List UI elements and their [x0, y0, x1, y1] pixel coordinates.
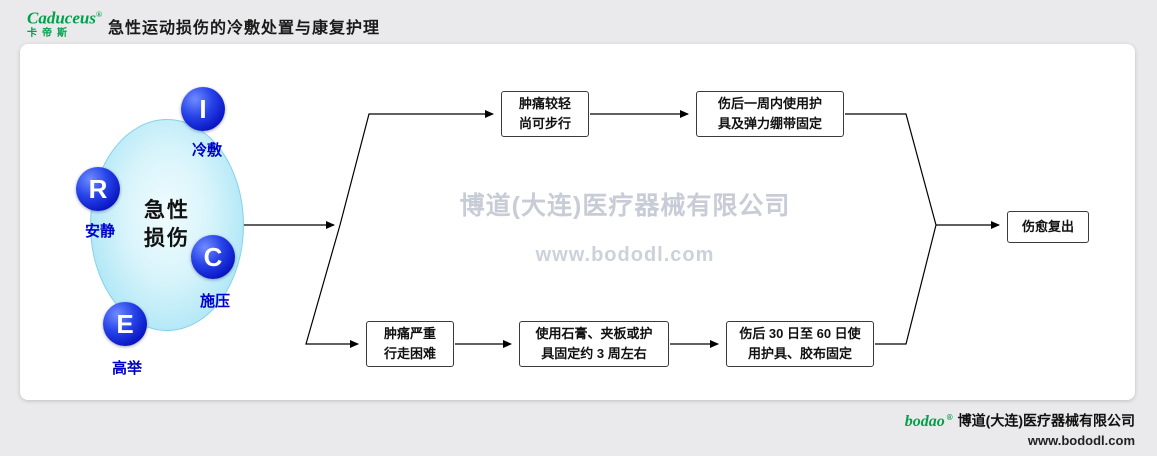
- rice-circle-elevation: E: [103, 302, 147, 346]
- rice-label-elevation: 高举: [111, 360, 142, 377]
- brand-logo: Caduceus® 卡帝斯: [27, 6, 102, 40]
- watermark-company: 博道(大连)医疗器械有限公司: [459, 192, 791, 220]
- rice-letter-i: I: [199, 93, 207, 124]
- logo-text: Caduceus: [27, 8, 96, 28]
- acute-injury-ellipse: 急性 损伤: [90, 119, 244, 331]
- footer-registered-mark-icon: ®: [946, 413, 953, 422]
- flow-box-mild-treatment: 伤后一周内使用护 具及弹力绷带固定: [696, 91, 844, 137]
- connector-lines: [244, 110, 1000, 348]
- footer-company-name: 博道(大连)医疗器械有限公司: [957, 412, 1135, 429]
- rice-circle-compression: C: [191, 235, 235, 279]
- flow-box-mild-swelling: 肿痛较轻 尚可步行: [501, 91, 589, 137]
- rice-circle-rest: R: [76, 167, 120, 211]
- footer-url: www.bododl.com: [1027, 432, 1135, 448]
- rice-letter-c: C: [203, 241, 223, 272]
- flow-box-recovery-outcome: 伤愈复出: [1007, 211, 1089, 243]
- page-title: 急性运动损伤的冷敷处置与康复护理: [108, 20, 381, 37]
- acute-injury-label: 急性 损伤: [144, 198, 190, 250]
- footer-company-line: bodao® 博道(大连)医疗器械有限公司: [905, 408, 1135, 432]
- logo-subtext: 卡帝斯: [27, 27, 72, 39]
- rice-letter-r: R: [88, 173, 108, 204]
- logo-wordmark: Caduceus®: [27, 6, 102, 28]
- diagram-panel: 博道(大连)医疗器械有限公司 www.bododl.com 急性 损伤 I 冷敷…: [20, 44, 1135, 400]
- watermark-url: www.bododl.com: [535, 244, 715, 266]
- rice-label-rest: 安静: [84, 223, 115, 240]
- flow-box-severe-swelling: 肿痛严重 行走困难: [366, 321, 454, 367]
- flow-box-severe-treatment-2: 伤后 30 日至 60 日使 用护具、胶布固定: [726, 321, 874, 367]
- footer-brand-logo: bodao: [904, 412, 945, 430]
- registered-mark-icon: ®: [95, 10, 102, 19]
- flow-box-severe-treatment-1: 使用石膏、夹板或护 具固定约 3 周左右: [519, 321, 669, 367]
- rice-circle-ice: I: [181, 87, 225, 131]
- header: Caduceus® 卡帝斯 急性运动损伤的冷敷处置与康复护理: [0, 0, 1157, 44]
- rice-label-compression: 施压: [199, 293, 230, 310]
- rice-label-ice: 冷敷: [191, 142, 222, 159]
- footer: bodao® 博道(大连)医疗器械有限公司 www.bododl.com: [905, 408, 1135, 450]
- rice-letter-e: E: [116, 308, 134, 339]
